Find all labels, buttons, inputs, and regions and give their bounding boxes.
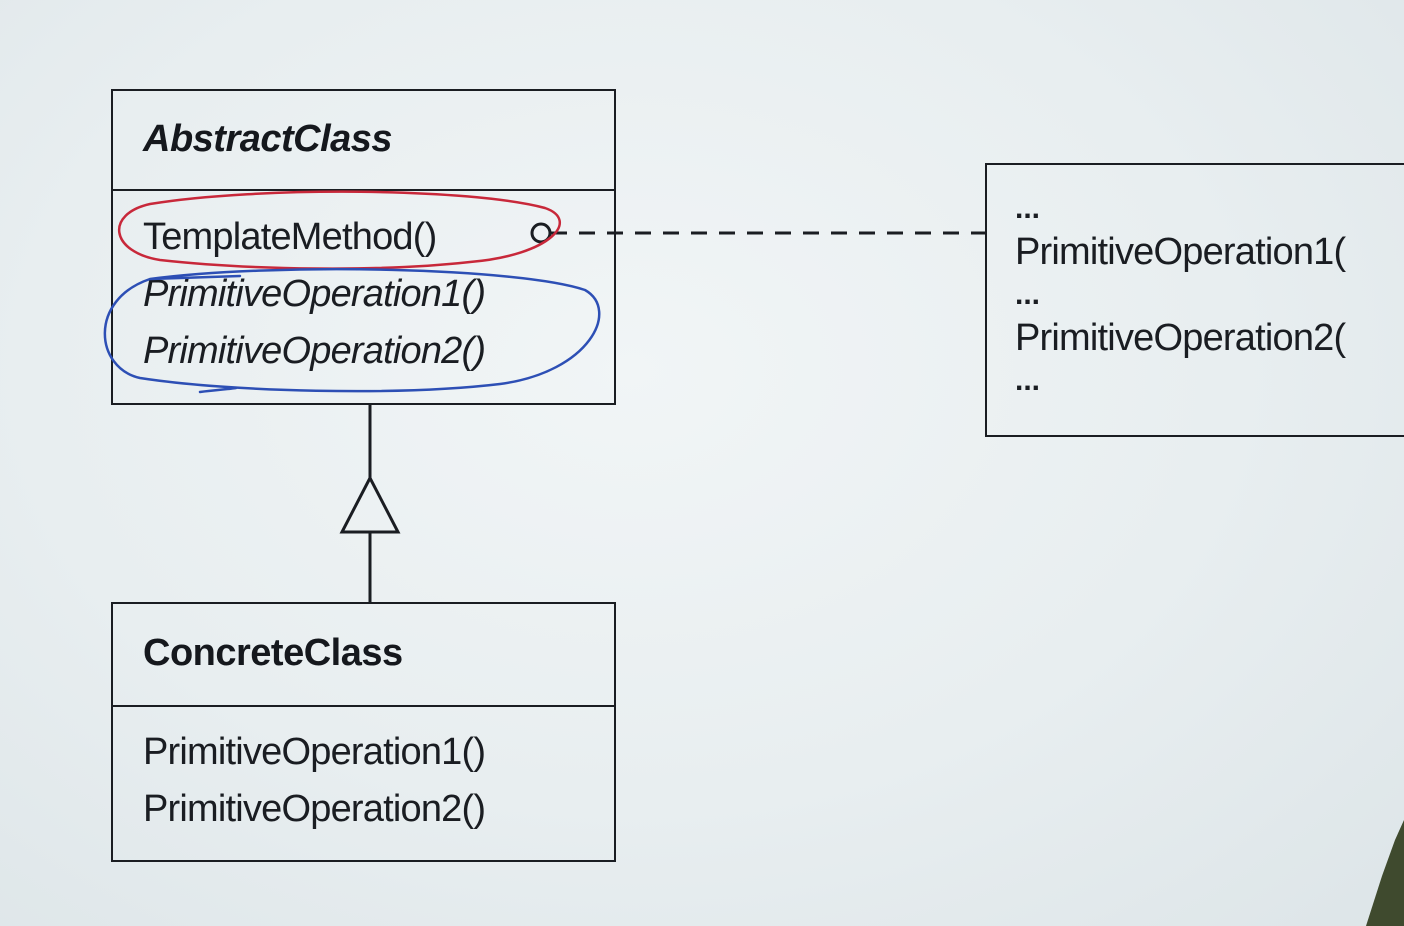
note-ellipsis-3: ... bbox=[1015, 364, 1041, 397]
note-ellipsis-2: ... bbox=[1015, 278, 1041, 311]
corner-object bbox=[1366, 820, 1404, 926]
concrete-class-box: ConcreteClass PrimitiveOperation1() Prim… bbox=[111, 602, 616, 862]
concrete-primitive-operation-1: PrimitiveOperation1() bbox=[143, 731, 486, 773]
inheritance-arrowhead bbox=[339, 474, 401, 534]
abstract-primitive-operation-1: PrimitiveOperation1() bbox=[143, 273, 486, 315]
note-primitive-operation-2: PrimitiveOperation2( bbox=[1015, 317, 1346, 359]
abstract-class-name: AbstractClass bbox=[113, 91, 614, 191]
abstract-primitive-operation-2: PrimitiveOperation2() bbox=[143, 330, 486, 372]
note-ellipsis-1: ... bbox=[1015, 192, 1041, 225]
template-method-operation: TemplateMethod() bbox=[143, 216, 437, 258]
note-box: ... PrimitiveOperation1( ... PrimitiveOp… bbox=[985, 163, 1404, 437]
concrete-class-operations: PrimitiveOperation1() PrimitiveOperation… bbox=[113, 707, 614, 838]
abstract-class-operations: TemplateMethod() PrimitiveOperation1() P… bbox=[113, 191, 614, 380]
note-primitive-operation-1: PrimitiveOperation1( bbox=[1015, 231, 1346, 273]
concrete-class-name: ConcreteClass bbox=[113, 604, 614, 707]
abstract-class-box: AbstractClass TemplateMethod() Primitive… bbox=[111, 89, 616, 405]
concrete-primitive-operation-2: PrimitiveOperation2() bbox=[143, 788, 486, 830]
